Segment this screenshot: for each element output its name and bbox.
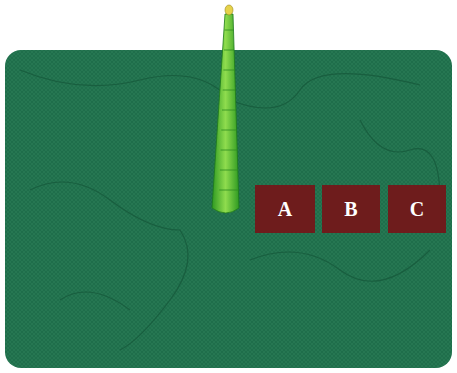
box-label: C: [410, 199, 424, 219]
tower-cone: [212, 5, 239, 213]
label-box: B: [322, 185, 380, 233]
box-label: A: [278, 199, 292, 219]
label-box: C: [388, 185, 446, 233]
box-label: B: [344, 199, 357, 219]
label-box: A: [255, 185, 315, 233]
